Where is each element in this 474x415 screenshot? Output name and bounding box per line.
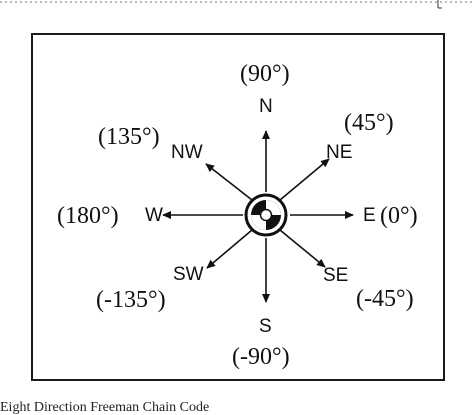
north-degree-label: (90°)	[240, 61, 290, 87]
arrow-nw	[205, 163, 253, 201]
west-degree-label: (180°)	[57, 203, 119, 229]
east-label: E	[363, 205, 376, 226]
north-label: N	[259, 96, 273, 117]
north-east-label: NE	[326, 142, 353, 163]
south-label: S	[259, 316, 272, 337]
west-label: W	[145, 205, 163, 226]
south-west-label: SW	[173, 264, 204, 285]
arrow-ne	[279, 158, 330, 201]
north-east-degree-label: (45°)	[344, 110, 394, 136]
south-west-degree-label: (-135°)	[96, 287, 166, 313]
figure-caption: Eight Direction Freeman Chain Code	[0, 400, 210, 415]
north-west-degree-label: (135°)	[98, 124, 160, 150]
arrow-sw	[206, 229, 253, 269]
east-degree-label: (0°)	[380, 203, 418, 229]
top-edge-strip-graphic	[0, 0, 474, 9]
south-degree-label: (-90°)	[232, 344, 290, 370]
center-hub	[244, 193, 288, 237]
arrow-se	[279, 229, 326, 268]
north-west-label: NW	[171, 142, 203, 163]
compass-graphic	[162, 130, 354, 303]
south-east-degree-label: (-45°)	[356, 286, 414, 312]
south-east-label: SE	[323, 265, 349, 286]
top-edge-strip	[0, 0, 474, 14]
diagram-frame: (90°) N NE (45°) E (0°) SE (-45°) S (-90…	[31, 33, 445, 381]
